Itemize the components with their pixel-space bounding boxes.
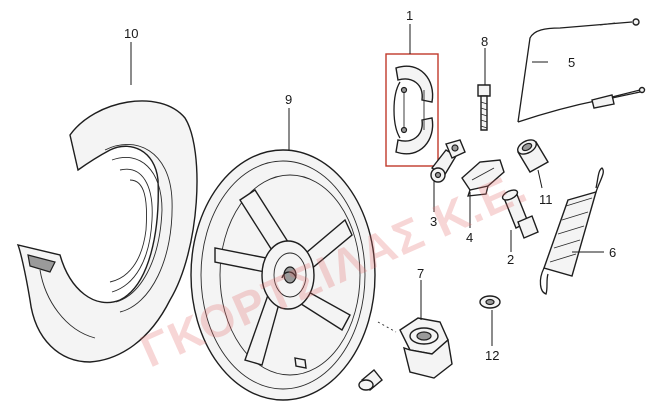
callout-1: 1	[406, 8, 413, 23]
part-tire	[16, 100, 198, 363]
callout-12: 12	[485, 348, 499, 363]
part-washer	[479, 295, 501, 309]
callout-2: 2	[507, 252, 514, 267]
part-brake-shoes	[385, 53, 439, 167]
leader-lines	[130, 24, 604, 346]
part-spring	[539, 167, 604, 295]
part-rim	[190, 149, 376, 401]
brake-shoes-frame	[385, 53, 439, 167]
callout-5: 5	[568, 55, 575, 70]
part-cam-shaft	[501, 189, 539, 239]
part-brake-cable	[517, 18, 646, 123]
callout-6: 6	[609, 245, 616, 260]
callout-4: 4	[466, 230, 473, 245]
part-bushing	[517, 139, 549, 173]
part-axle-nut	[377, 317, 453, 379]
callout-7: 7	[417, 266, 424, 281]
callout-10: 10	[124, 26, 138, 41]
part-bolt	[477, 84, 491, 131]
part-bracket	[461, 159, 505, 197]
part-cam-lever	[430, 139, 466, 183]
callout-8: 8	[481, 34, 488, 49]
callout-3: 3	[430, 214, 437, 229]
callout-9: 9	[285, 92, 292, 107]
callout-11: 11	[539, 192, 553, 207]
part-valve-stem	[358, 369, 383, 391]
